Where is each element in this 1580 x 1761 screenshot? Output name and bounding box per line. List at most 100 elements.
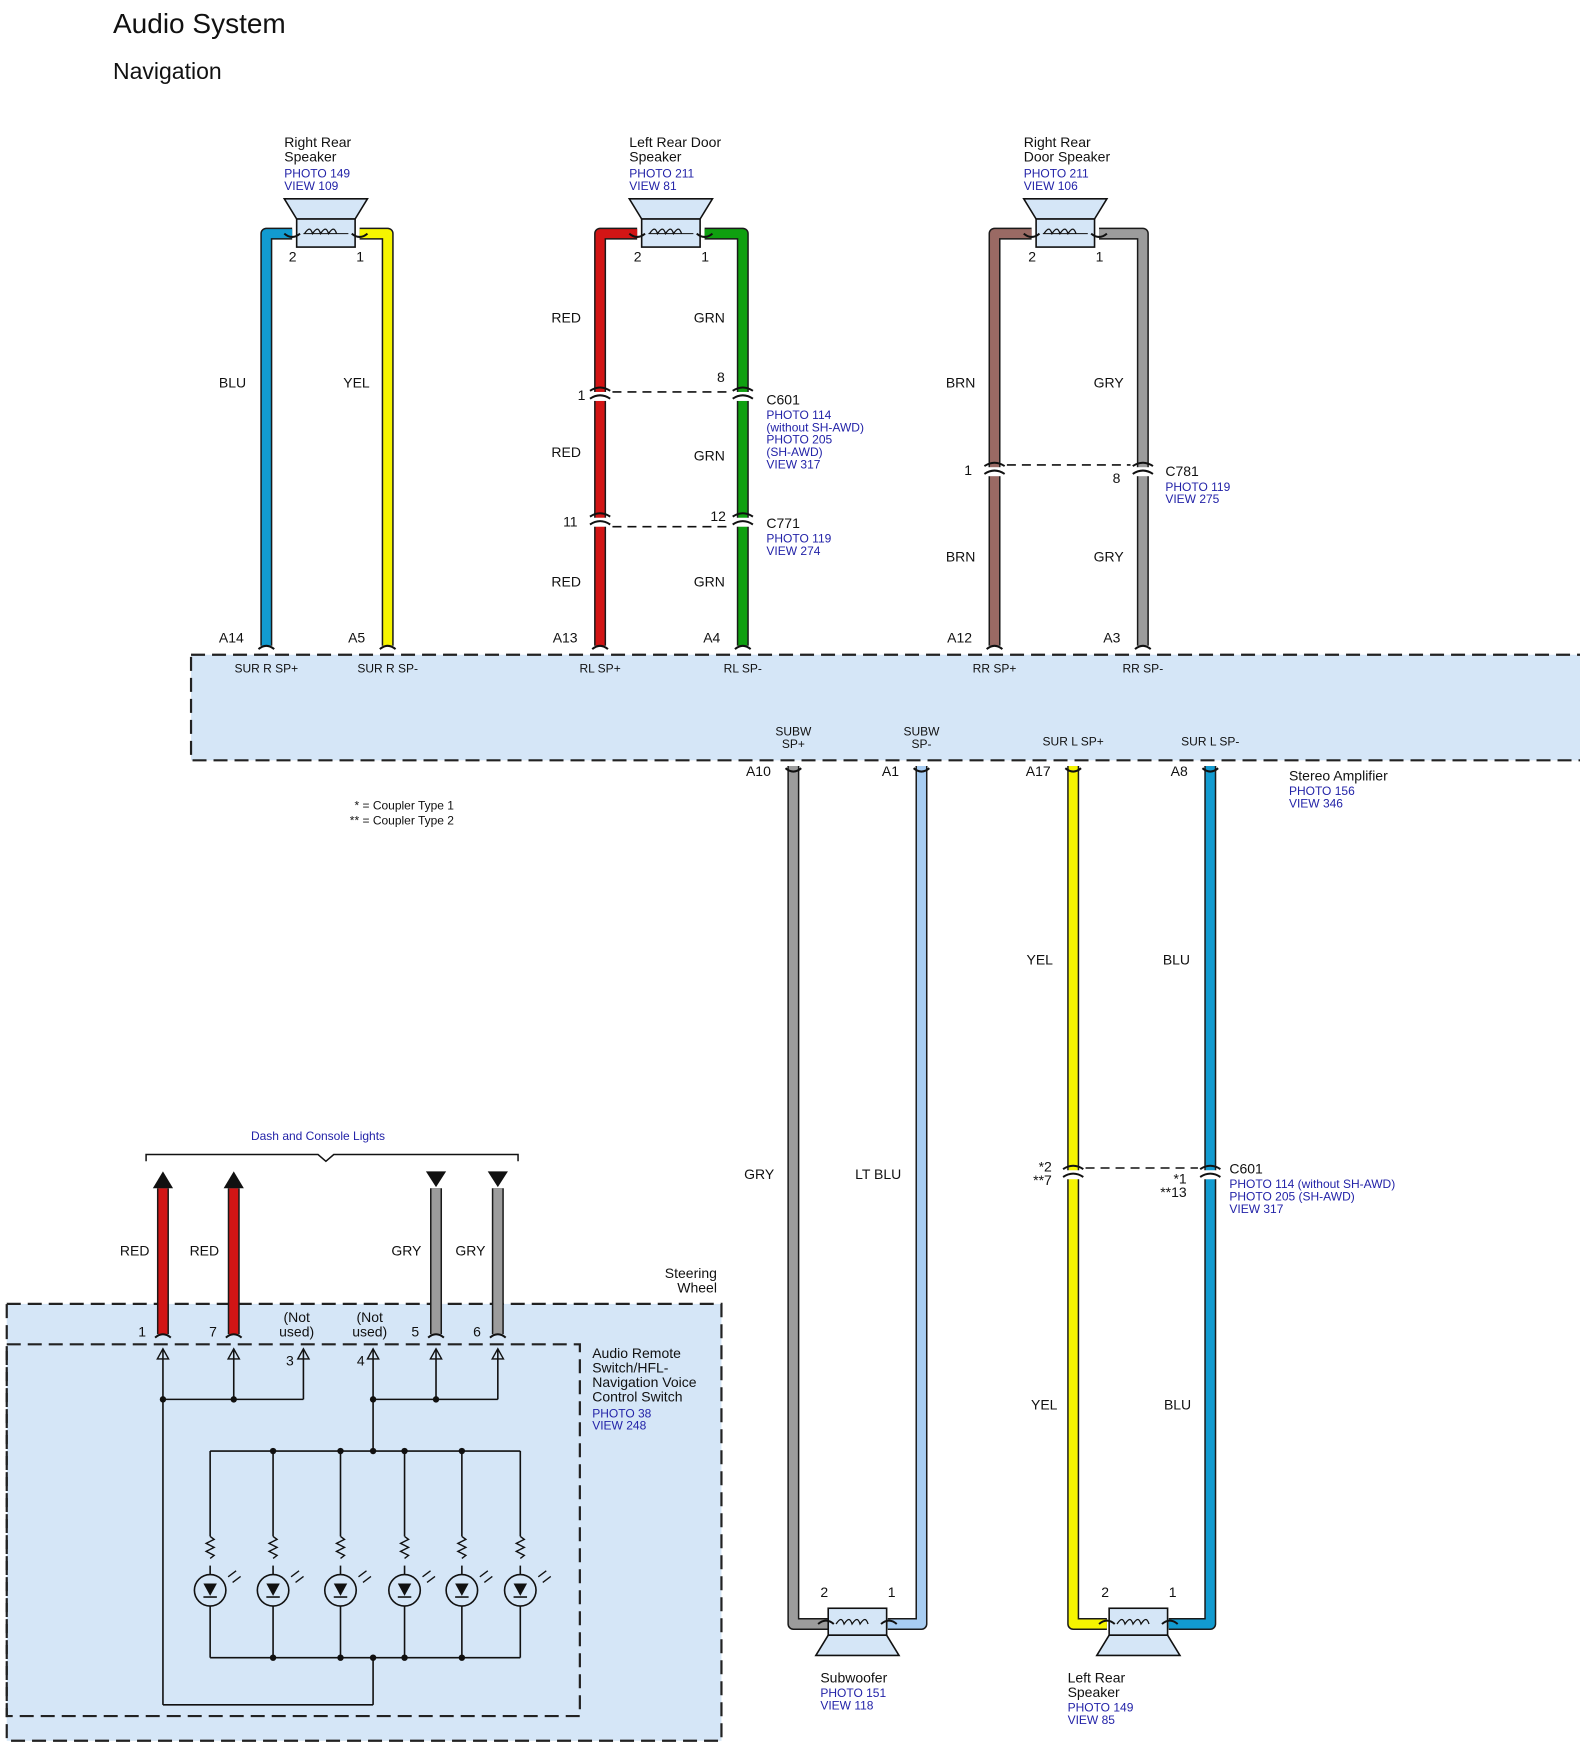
steering-wheel-label: Steering — [665, 1265, 717, 1281]
connector-pin: **7 — [1033, 1172, 1052, 1188]
junction-dot — [369, 1447, 377, 1455]
wire-top-1-left — [595, 229, 638, 646]
speaker-pin: 2 — [820, 1584, 828, 1600]
connector-ref: PHOTO 114 — [766, 408, 831, 422]
terminal-pin — [379, 644, 397, 650]
connector-gap — [1061, 1170, 1085, 1180]
not-used-note: used) — [352, 1323, 387, 1339]
speaker-name: Speaker — [284, 149, 336, 165]
connector-ref: VIEW 317 — [766, 457, 820, 471]
terminal-pin — [734, 644, 752, 650]
light-emission-icon — [227, 1570, 242, 1583]
junction-dot — [337, 1447, 344, 1455]
connector-cap-top — [589, 386, 611, 392]
connector-ref: (SH-AWD) — [766, 445, 822, 459]
speaker-pin: 1 — [701, 249, 709, 265]
resistor-icon — [456, 1535, 468, 1559]
steering-wheel-box — [5, 1302, 723, 1742]
not-used-note: (Not — [283, 1309, 310, 1325]
terminal-pin — [1023, 232, 1041, 238]
speaker-name: Speaker — [629, 149, 681, 165]
dash-lights-bracket — [145, 1153, 519, 1163]
wire-label-blu: BLU — [1164, 1396, 1191, 1412]
amp-name: Stereo Amplifier — [1289, 768, 1388, 784]
wire-label-red: RED — [551, 444, 581, 460]
connector-cap-bottom — [732, 520, 754, 526]
connector-name: C601 — [1229, 1161, 1263, 1177]
connector-gap — [588, 517, 612, 527]
dash-lights-label: Dash and Console Lights — [251, 1129, 385, 1143]
speaker-cone — [1095, 1634, 1182, 1657]
speaker-magnet — [640, 218, 701, 248]
connector-cap-top — [732, 512, 754, 518]
wire-label-gry: GRY — [455, 1243, 486, 1259]
connector-pin: *1 — [1173, 1171, 1186, 1187]
connector-name: C601 — [766, 391, 800, 407]
not-used-note: used) — [279, 1323, 314, 1339]
amp-pin: A17 — [1026, 763, 1051, 779]
amp-terminal: SUR R SP- — [357, 662, 418, 676]
light-emission-icon — [537, 1570, 552, 1583]
led-diode-icon — [266, 1583, 280, 1596]
speaker-ref: PHOTO 211 — [629, 166, 694, 180]
terminal-pin — [427, 1333, 445, 1339]
speaker-name: Door Speaker — [1024, 149, 1111, 165]
stereo-amplifier-box — [189, 653, 1580, 762]
terminal-pin — [817, 1619, 835, 1625]
page-subtitle: Navigation — [113, 58, 222, 84]
speaker-pin: 2 — [634, 249, 642, 265]
connector-ref: VIEW 275 — [1165, 492, 1219, 506]
wire-label-red: RED — [190, 1243, 220, 1259]
wire-top-1-right — [704, 229, 748, 646]
terminal-pin — [1134, 644, 1152, 650]
page-title: Audio System — [113, 8, 286, 39]
speaker-pin: 1 — [1169, 1584, 1177, 1600]
speaker-pin: 1 — [356, 249, 364, 265]
resistor-icon — [267, 1535, 279, 1559]
wire-top-2-left — [990, 229, 1032, 646]
connector-ref: PHOTO 119 — [766, 531, 831, 545]
terminal-pin — [225, 1333, 243, 1339]
wire-label-grn: GRN — [694, 309, 725, 325]
wire-label-yel: YEL — [1031, 1396, 1058, 1412]
connector-cap-bottom — [589, 394, 611, 400]
light-emission-icon — [422, 1570, 436, 1583]
junction-dot — [369, 1654, 377, 1661]
connector-ref: PHOTO 205 — [766, 433, 832, 447]
wire-label-yel: YEL — [1026, 952, 1053, 968]
wire-top-0-right — [359, 229, 393, 646]
wire-surl-plus — [1068, 765, 1107, 1629]
switch-pin: 7 — [209, 1323, 217, 1339]
terminal-pin — [1090, 232, 1108, 238]
terminal-pin — [912, 767, 930, 773]
led-diode-icon — [397, 1583, 412, 1596]
terminal-pin — [696, 232, 714, 238]
wire-subw-minus — [887, 765, 926, 1629]
light-emission-icon — [479, 1570, 493, 1583]
connector-cap-bottom — [732, 394, 754, 400]
wire-label-gry: GRY — [391, 1243, 422, 1259]
connector-pin: *2 — [1039, 1158, 1052, 1174]
speaker-magnet — [295, 218, 356, 248]
speaker-ref: VIEW 118 — [820, 1698, 873, 1712]
wire-label-grn: GRN — [694, 447, 725, 463]
terminal-pin — [591, 644, 609, 650]
wire-subw-plus-outline — [787, 765, 829, 1630]
connector-ref: VIEW 317 — [1229, 1202, 1283, 1216]
steering-wheel-label: Wheel — [677, 1280, 717, 1296]
amp-terminal: SUBW — [903, 725, 940, 739]
connector-pin: 1 — [964, 462, 972, 478]
speaker-magnet — [1035, 218, 1096, 248]
connector-ref: PHOTO 114 (without SH-AWD) — [1229, 1177, 1395, 1191]
amp-pin: A14 — [219, 629, 244, 645]
led-diode-icon — [333, 1583, 348, 1596]
speaker-name: Right Rear — [1024, 134, 1091, 150]
amp-terminal: RR SP+ — [973, 662, 1017, 676]
connector-cap-top — [983, 461, 1006, 467]
junction-dot — [337, 1654, 344, 1661]
light-emission-icon — [290, 1570, 304, 1583]
wire-surl-minus — [1168, 765, 1215, 1629]
amp-terminal: SUR L SP+ — [1043, 735, 1104, 749]
speaker-cone — [1022, 197, 1109, 220]
arrow-down-icon — [487, 1171, 508, 1188]
